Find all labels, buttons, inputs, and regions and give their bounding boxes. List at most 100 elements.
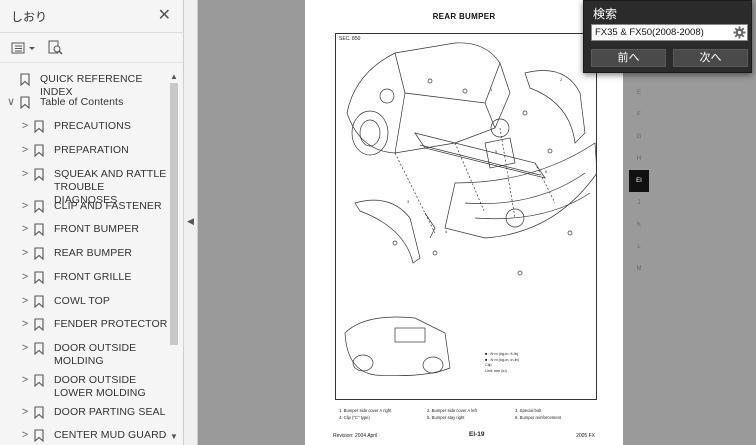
chevron-right-icon[interactable]: > [21, 342, 29, 354]
bookmark-item[interactable]: > DOOR OUTSIDE MOLDING [18, 342, 136, 368]
bookmark-item[interactable]: >CLIP AND FASTENER [18, 200, 162, 213]
index-tab[interactable]: L [637, 244, 641, 250]
bookmark-icon [18, 96, 32, 109]
chevron-right-icon[interactable]: > [21, 271, 29, 283]
bookmarks-header: しおり ✕ [0, 0, 183, 33]
bookmark-item[interactable]: > FRONT GRILLE [18, 271, 131, 284]
collapse-left-icon[interactable]: ◀ [187, 216, 194, 226]
scroll-down-icon[interactable]: ▼ [170, 432, 178, 441]
chevron-right-icon[interactable]: > [21, 406, 29, 418]
search-title: 検索 [593, 7, 618, 21]
chevron-right-icon[interactable]: > [21, 318, 29, 330]
bookmark-options-button[interactable] [11, 41, 37, 55]
bookmark-item[interactable]: >DOOR PARTING SEAL [18, 406, 166, 419]
svg-text:5: 5 [495, 149, 498, 154]
svg-text:6: 6 [545, 169, 548, 174]
bookmark-item[interactable]: ∨Table of Contents [4, 96, 123, 109]
figure-frame [335, 33, 597, 400]
torque-legend: ■ : N·m (kg-m, ft-lb) ■ : N·m (kg-m, in-… [485, 352, 585, 374]
chevron-right-icon[interactable]: > [21, 168, 29, 180]
bookmark-item[interactable]: > SQUEAK AND RATTLE TROUBLE DIAGNOSES [18, 168, 168, 207]
chevron-right-icon[interactable]: > [21, 247, 29, 259]
bookmarks-title: しおり [11, 9, 48, 24]
revision-label: Revision: 2004 April [333, 433, 378, 439]
torque-line: Clip [485, 363, 492, 367]
bookmark-item[interactable]: >CENTER MUD GUARD [18, 429, 166, 442]
index-tab[interactable]: F [637, 112, 641, 118]
index-tab[interactable]: G [636, 134, 642, 140]
bookmark-icon [32, 247, 46, 260]
find-bookmark-button[interactable] [47, 40, 63, 56]
pdf-page: REAR BUMPER SEC. 850 [305, 0, 623, 445]
svg-text:1: 1 [490, 87, 493, 92]
bookmark-icon [32, 144, 46, 157]
bookmark-search-icon [48, 40, 63, 55]
bookmark-label: FRONT BUMPER [54, 223, 140, 235]
bookmark-label: PREPARATION [54, 144, 129, 156]
chevron-right-icon[interactable]: > [21, 120, 29, 132]
list-options-icon [11, 42, 35, 53]
scroll-thumb[interactable] [170, 83, 178, 345]
bookmark-icon [32, 406, 46, 419]
index-tab[interactable]: EI [629, 170, 649, 192]
bookmark-item[interactable]: >FENDER PROTECTOR [18, 318, 167, 331]
page-title: REAR BUMPER [432, 12, 496, 21]
chevron-right-icon[interactable]: > [21, 200, 29, 212]
section-index-tabs: CEFGHEIJKLM [629, 60, 651, 280]
section-label: SEC. 850 [339, 36, 361, 42]
bookmark-icon [18, 73, 32, 86]
index-tab[interactable]: H [636, 156, 642, 162]
close-icon[interactable]: ✕ [157, 7, 171, 24]
index-tab[interactable]: J [637, 200, 641, 206]
page-number: EI-19 [469, 431, 485, 438]
torque-line: Unit: mm (in) [485, 368, 507, 373]
bookmark-label: DOOR OUTSIDE LOWER MOLDING [54, 374, 146, 399]
document-scrollbar[interactable] [744, 73, 756, 445]
bookmark-label: QUICK REFERENCE INDEX [40, 73, 143, 98]
panel-splitter[interactable]: ◀ [184, 0, 198, 445]
bookmark-tree: QUICK REFERENCE INDEX∨Table of Contents >… [0, 69, 168, 445]
bookmark-icon [32, 429, 46, 442]
next-result-button[interactable]: 次へ [673, 49, 748, 67]
svg-text:3: 3 [407, 199, 410, 204]
legend-item: 5. Bumper stay right [427, 415, 465, 420]
scroll-up-icon[interactable]: ▲ [170, 72, 178, 81]
legend-item: 4. Clip ("C" type) [339, 415, 370, 420]
bookmark-label: DOOR OUTSIDE MOLDING [54, 342, 137, 367]
bookmark-item[interactable]: QUICK REFERENCE INDEX [4, 73, 168, 99]
legend-item: 3. Special bolt [515, 408, 542, 413]
chevron-down-icon[interactable]: ∨ [6, 96, 16, 108]
gear-icon[interactable] [733, 26, 746, 39]
bookmark-icon [32, 168, 46, 181]
chevron-right-icon[interactable]: > [21, 144, 29, 156]
bookmark-label: SQUEAK AND RATTLE TROUBLE DIAGNOSES [54, 168, 167, 206]
index-tab[interactable]: M [636, 266, 642, 272]
bookmark-icon [32, 342, 46, 355]
bookmarks-scrollbar[interactable]: ▲ ▼ [168, 69, 180, 445]
rear-bumper-diagram: 12 34 56 [344, 42, 597, 377]
bookmark-item[interactable]: >REAR BUMPER [18, 247, 132, 260]
legend-item: 1. Bumper side cover A right [339, 408, 392, 413]
bookmark-label: COWL TOP [54, 295, 111, 307]
bookmark-label: FRONT GRILLE [54, 271, 132, 283]
bookmark-icon [32, 271, 46, 284]
index-tab[interactable]: K [636, 222, 641, 228]
legend-row: 4. Clip ("C" type) 5. Bumper stay right … [339, 415, 599, 420]
bookmark-item[interactable]: > COWL TOP [18, 295, 110, 308]
bookmark-icon [32, 200, 46, 213]
search-input[interactable] [591, 24, 748, 41]
chevron-right-icon[interactable]: > [21, 223, 29, 235]
bookmark-item[interactable]: > DOOR OUTSIDE LOWER MOLDING [18, 374, 146, 400]
chevron-right-icon[interactable]: > [21, 429, 29, 441]
chevron-right-icon[interactable]: > [21, 374, 29, 386]
bookmark-icon [32, 318, 46, 331]
previous-result-button[interactable]: 前へ [591, 49, 666, 67]
index-tab[interactable]: E [636, 90, 641, 96]
bookmark-item[interactable]: >PRECAUTIONS [18, 120, 131, 133]
bookmark-item[interactable]: > FRONT BUMPER [18, 223, 139, 236]
svg-text:4: 4 [445, 229, 448, 234]
legend-item: 6. Bumper reinforcement [515, 415, 562, 420]
chevron-right-icon[interactable]: > [21, 295, 29, 307]
model-label: 2005 FX [576, 433, 595, 439]
bookmark-item[interactable]: > PREPARATION [18, 144, 129, 157]
